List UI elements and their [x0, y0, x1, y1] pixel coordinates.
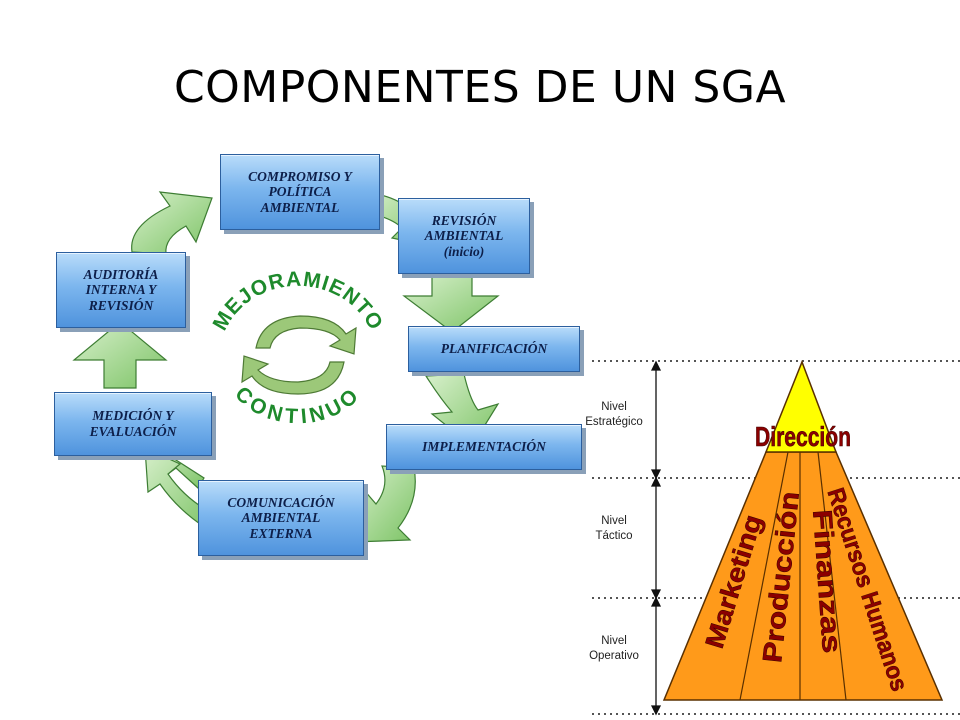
cycle-arrow-7 [131, 191, 213, 255]
cycle-arrow-2 [402, 275, 500, 333]
center-improvement: MEJORAMIENTO CONTINUO [209, 268, 387, 429]
step-compromiso: COMPROMISO Y POLÍTICA AMBIENTAL [220, 154, 380, 230]
step-auditoria: AUDITORÍA INTERNA Y REVISIÓN [56, 252, 186, 328]
cycle-arrows [72, 191, 500, 543]
cycle-arrow-5-body [144, 447, 215, 529]
page-title: COMPONENTES DE UN SGA [173, 62, 787, 113]
step-medicion: MEDICIÓN Y EVALUACIÓN [54, 392, 212, 456]
step-comunicacion: COMUNICACIÓN AMBIENTAL EXTERNA [198, 480, 364, 556]
level-strategic-label: Nivel Estratégico [585, 401, 643, 428]
step-revision: REVISIÓN AMBIENTAL (inicio) [398, 198, 530, 274]
cycle-arrow-6 [72, 321, 168, 389]
pyramid-apex [764, 359, 838, 453]
level-tactical-label: Nivel Táctico [595, 515, 633, 542]
center-arrow-upper [255, 315, 357, 355]
pyramid-top-label: Dirección [755, 421, 851, 452]
level-operative-label: Nivel Operativo [589, 635, 639, 662]
center-arrow-lower [241, 355, 345, 395]
step-implementacion: IMPLEMENTACIÓN [386, 424, 582, 470]
step-planificacion: PLANIFICACIÓN [408, 326, 580, 372]
